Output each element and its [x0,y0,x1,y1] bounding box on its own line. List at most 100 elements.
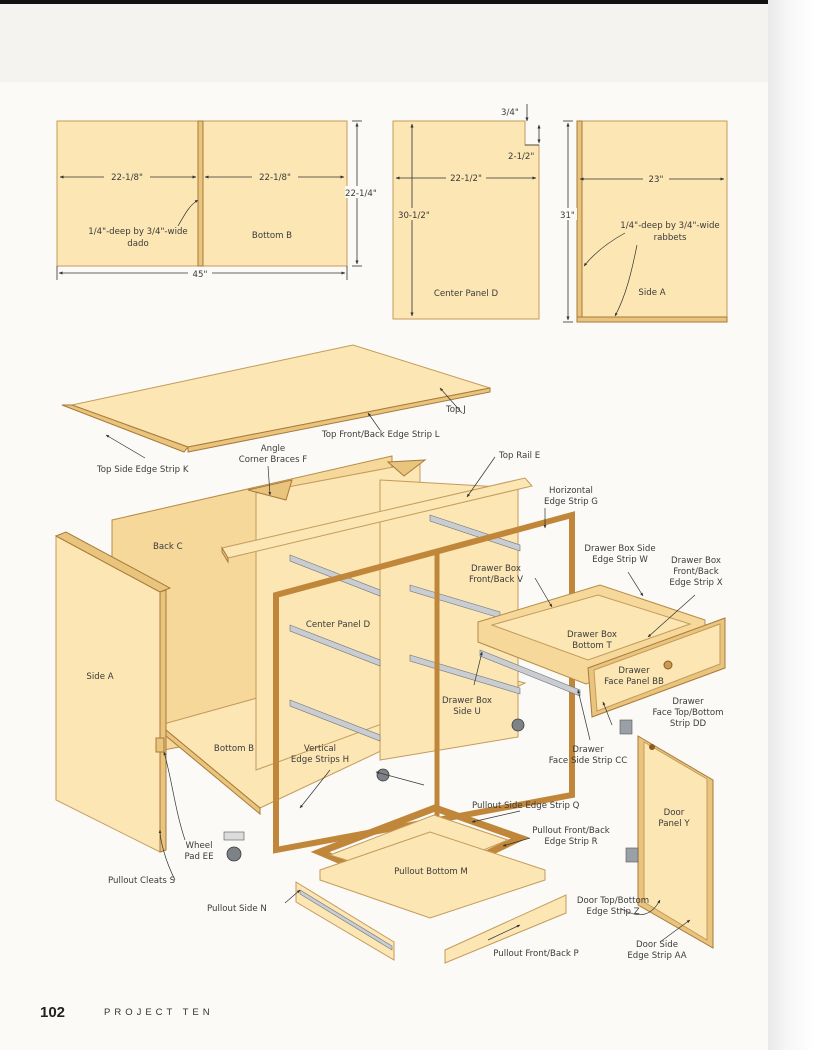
label-drawer-side-u-1: Drawer Box [442,696,492,706]
center-panel-d-drawing: 3/4" 2-1/2" 22-1/2" 30-1/2" Center Panel… [392,104,541,320]
label-strip-z-2: Edge Strip Z [586,907,639,917]
section-title: PROJECT TEN [104,1007,214,1018]
label-strip-dd-1: Drawer [672,697,704,707]
label-strip-w-1: Drawer Box Side [584,544,655,554]
label-strips-h-2: Edge Strips H [291,755,349,765]
label-pullout-side-n: Pullout Side N [207,904,267,914]
label-back-c: Back C [153,542,183,552]
center-dim-width: 22-1/2" [450,174,482,184]
label-drawer-fb-v-2: Front/Back V [469,575,523,585]
label-strip-dd-2: Face Top/Bottom [652,708,723,718]
label-face-bb-1: Drawer [618,666,650,676]
label-cleats-s: Pullout Cleats S [108,876,175,886]
label-strip-aa-1: Door Side [636,940,678,950]
slide-1 [289,554,381,597]
center-dim-top-b: 2-1/2" [508,152,534,162]
hinge-bottom [625,847,639,863]
pullout-cleat [155,737,165,753]
label-pullout-bottom-m: Pullout Bottom M [394,867,468,877]
label-strip-r-1: Pullout Front/Back [532,826,610,836]
bottom-b-drawing: 22-1/8" 22-1/8" 22-1/4" 45" 1/4"-deep by… [56,120,385,280]
pullout-base [319,831,546,919]
caster-rear-right [511,718,525,732]
label-braces-f-2: Corner Braces F [239,455,308,465]
page-gutter [768,0,814,1050]
right-inner-side [379,479,519,761]
page-footer: 102 PROJECT TEN [40,1004,210,1022]
dado-note-2: dado [127,239,148,249]
side-a-panel [576,120,728,323]
pullout-front-back-p [444,894,567,964]
top-side-strip [61,404,189,453]
label-strip-dd-3: Strip DD [670,719,707,729]
label-strip-w-2: Edge Strip W [592,555,648,565]
label-strip-cc-1: Drawer [572,745,604,755]
label-drawer-bottom-t-2: Bottom T [572,641,612,651]
exploded-view: Top J Top Front/Back Edge Strip L Top Si… [54,344,726,964]
label-strip-x-3: Edge Strip X [669,578,722,588]
drawer-box-bottom [490,594,692,661]
center-dim-top-a: 3/4" [501,108,519,118]
drawer-face-panel [593,623,721,712]
hinge-top [619,719,633,735]
label-strip-r-2: Edge Strip R [544,837,597,847]
dado-note-1: 1/4"-deep by 3/4"-wide [88,227,187,237]
center-dim-height: 30-1/2" [398,211,430,221]
top-rule [0,0,814,4]
label-wheel-pad-1: Wheel [186,841,213,851]
side-dim-width: 23" [649,175,664,185]
label-strip-x-1: Drawer Box [671,556,721,566]
caster-front [223,831,245,862]
center-panel-label: Center Panel D [434,289,499,299]
label-top-strip-k: Top Side Edge Strip K [96,465,189,475]
label-pullout-p: Pullout Front/Back P [493,949,578,959]
label-center-panel-d: Center Panel D [306,620,371,630]
label-strip-q: Pullout Side Edge Strip Q [472,801,580,811]
rabbet-note-1: 1/4"-deep by 3/4"-wide [620,221,719,231]
dado-groove [197,120,204,267]
label-strip-g-1: Horizontal [549,486,593,496]
label-strip-aa-2: Edge Strip AA [627,951,686,961]
label-top-j: Top J [445,405,466,415]
label-strips-h-1: Vertical [304,744,336,754]
side-a-label: Side A [638,288,665,298]
label-face-bb-2: Face Panel BB [604,677,664,687]
label-braces-f-1: Angle [261,444,285,454]
door-knob [649,744,655,750]
label-top-strip-l: Top Front/Back Edge Strip L [321,430,440,440]
rabbet-note-2: rabbets [654,233,687,243]
drawer-knob [663,660,673,670]
slide-2 [289,624,381,667]
label-bottom-b: Bottom B [214,744,254,754]
label-strip-z-1: Door Top/Bottom [577,896,649,906]
label-strip-x-2: Front/Back [673,567,719,577]
bottom-dim-height: 22-1/4" [345,189,377,199]
side-dim-height: 31" [560,211,575,221]
label-side-a: Side A [86,672,113,682]
caster-rear-left [376,768,390,782]
face-frame [273,511,575,854]
slide-3 [289,699,381,742]
label-drawer-fb-v-1: Drawer Box [471,564,521,574]
side-a-drawing: 31" 23" 1/4"-deep by 3/4"-wide rabbets S… [559,120,728,323]
label-top-rail-e: Top Rail E [498,451,540,461]
label-drawer-side-u-2: Side U [453,707,481,717]
angle-brace-right [386,459,427,477]
side-rabbet-vertical [576,120,583,323]
header-band [0,4,768,82]
door-panel [643,741,708,941]
bottom-dim-right: 22-1/8" [259,173,291,183]
bottom-dim-total: 45" [193,270,208,280]
bottom-b-label: Bottom B [252,231,292,241]
label-wheel-pad-2: Pad EE [184,852,213,862]
label-drawer-bottom-t-1: Drawer Box [567,630,617,640]
top-front-strip [187,387,491,453]
label-strip-g-2: Edge Strip G [544,497,598,507]
label-door-y-2: Panel Y [658,819,690,829]
label-door-y-1: Door [664,808,685,818]
label-strip-cc-2: Face Side Strip CC [549,756,627,766]
bottom-dim-left: 22-1/8" [111,173,143,183]
page-number: 102 [40,1004,66,1021]
side-rabbet-bottom [576,316,728,323]
